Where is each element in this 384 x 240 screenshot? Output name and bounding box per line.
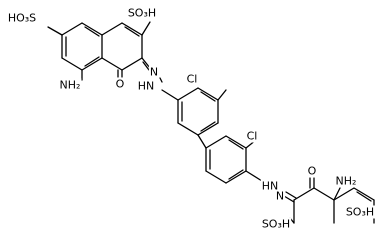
carbonyl-oxygen-top-label: O	[116, 78, 125, 91]
chlorine-top-label: Cl	[187, 73, 198, 86]
carbonyl-oxygen-bottom-label: O	[308, 165, 317, 178]
atom-label-background	[148, 65, 160, 79]
chemical-structure: HO₃S SO₃H NH₂ O N HN Cl Cl HN N O NH₂ SO…	[6, 6, 376, 231]
atom-label-background	[245, 129, 259, 143]
atom-label-background	[260, 217, 292, 231]
hydrazo-nh-top-label: HN	[138, 80, 155, 93]
chlorine-bottom-label: Cl	[247, 130, 258, 143]
hydrazo-nh-bottom-label: HN	[262, 180, 279, 193]
atom-label-background	[334, 174, 358, 188]
sulfo-group-bottom-right-label: SO₃H	[346, 206, 374, 219]
atom-label-background	[274, 189, 286, 203]
atom-label-background	[126, 6, 158, 20]
sulfo-group-bottom-left-label: SO₃H	[262, 218, 290, 231]
azo-nitrogen-top-label: N	[150, 66, 158, 79]
sulfo-group-top-right-label: SO₃H	[128, 7, 156, 20]
atom-label-background	[6, 11, 38, 25]
atom-label-background	[260, 179, 280, 193]
sulfo-group-top-left-label: HO₃S	[8, 12, 36, 25]
atom-label-background	[114, 77, 126, 91]
amino-group-top-label: NH₂	[60, 79, 81, 92]
atom-label-background	[306, 164, 318, 178]
bond-skeleton	[47, 21, 375, 224]
atom-label-background	[136, 79, 156, 93]
atom-label-background	[185, 72, 199, 86]
atom-label-background	[58, 78, 82, 92]
atom-label-background	[344, 205, 376, 219]
atom-labels: HO₃S SO₃H NH₂ O N HN Cl Cl HN N O NH₂ SO…	[6, 6, 376, 231]
amino-group-bottom-label: NH₂	[336, 175, 357, 188]
azo-nitrogen-bottom-label: N	[276, 190, 284, 203]
